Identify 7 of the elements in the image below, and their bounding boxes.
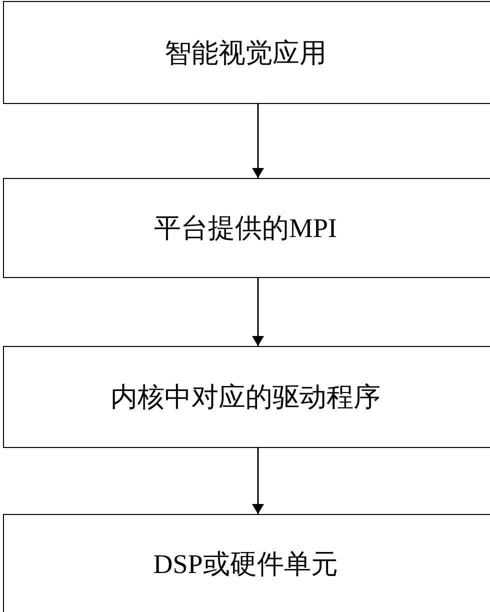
process-box: 智能视觉应用 bbox=[3, 1, 490, 104]
arrow bbox=[252, 278, 264, 346]
arrow bbox=[252, 104, 264, 178]
process-box: 内核中对应的驱动程序 bbox=[3, 346, 490, 448]
arrow bbox=[252, 448, 264, 514]
process-box: 平台提供的MPI bbox=[3, 178, 490, 278]
process-box: DSP或硬件单元 bbox=[3, 514, 490, 612]
